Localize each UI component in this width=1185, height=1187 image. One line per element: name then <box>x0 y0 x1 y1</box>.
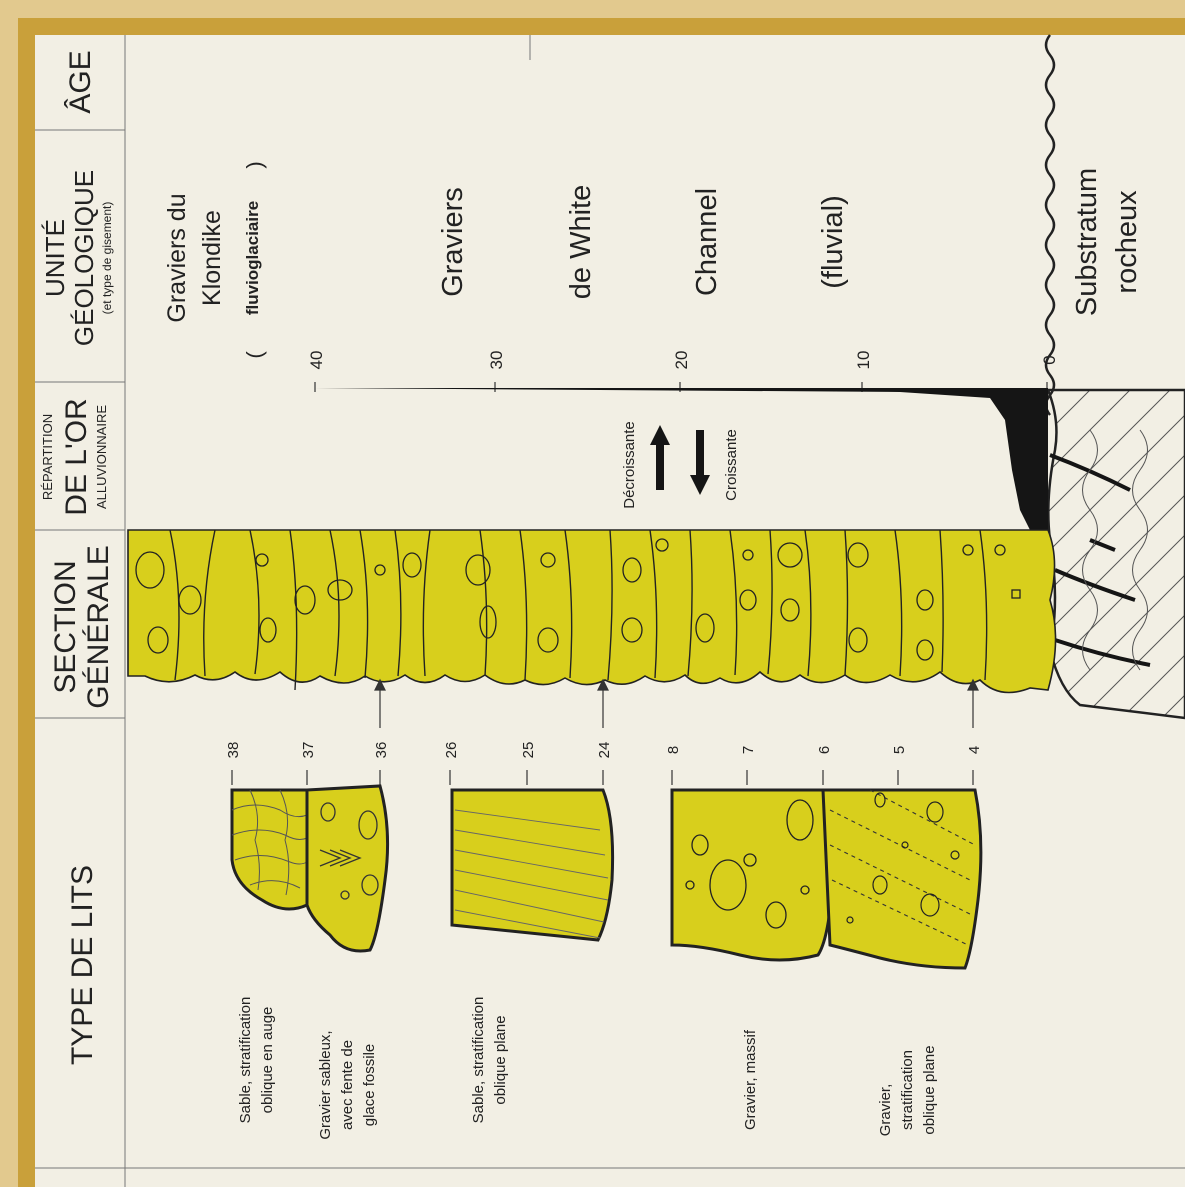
unit-klondike-2: Klondike <box>198 210 226 306</box>
bed-number-24: 24 <box>596 742 613 759</box>
bed-number-5: 5 <box>891 746 908 754</box>
arrow-down-icon <box>690 430 710 495</box>
header-repartition-line1: RÉPARTITION <box>40 414 55 500</box>
header-age: ÂGE <box>64 50 97 113</box>
gold-distribution-profile <box>315 388 1048 532</box>
bed-number-ticks <box>232 770 973 785</box>
bed-block-sable-plane <box>452 790 613 940</box>
unit-white-4: (fluvial) <box>817 195 849 288</box>
bed-desc-gravier-sableux-2: avec fente de <box>339 1040 356 1130</box>
unit-white-1: Graviers <box>437 187 469 297</box>
bed-block-gravier-massif <box>672 790 833 960</box>
header-unite-line2: GÉOLOGIQUE <box>69 170 99 346</box>
header-repartition-line2: DE L'OR <box>60 398 93 515</box>
header-section-line2: GÉNÉRALE <box>82 545 115 708</box>
bedrock-hatch <box>1048 390 1185 718</box>
depth-tick-10: 10 <box>854 351 873 370</box>
unit-substratum-1: Substratum <box>1071 168 1103 316</box>
bed-number-26: 26 <box>443 742 460 759</box>
bed-desc-sable-auge-1: Sable, stratification <box>237 997 254 1124</box>
header-unite-line1: UNITÉ <box>40 219 70 297</box>
header-type-de-lits: TYPE DE LITS <box>66 865 99 1065</box>
unit-substratum-2: rocheux <box>1111 190 1143 294</box>
unit-klondike-1: Graviers du <box>163 193 191 322</box>
bed-desc-sable-plane-2: oblique plane <box>492 1015 509 1104</box>
gold-trend-arrows <box>650 425 710 495</box>
bed-desc-gravier-plane-3: oblique plane <box>921 1045 938 1134</box>
bed-desc-sable-plane-1: Sable, stratification <box>470 997 487 1124</box>
bed-desc-sable-auge-2: oblique en auge <box>259 1007 276 1114</box>
gold-croissante-label: Croissante <box>723 429 740 501</box>
unit-klondike-3: fluvioglaciaire <box>243 201 262 315</box>
bed-block-gravier-plane <box>823 790 981 968</box>
unit-klondike-paren-open: ( <box>242 351 267 359</box>
header-unite-line3: (et type de gisement) <box>100 202 114 315</box>
header-section-line1: SECTION <box>49 560 82 693</box>
bed-number-36: 36 <box>373 742 390 759</box>
bed-desc-gravier-plane-1: Gravier, <box>877 1084 894 1137</box>
bed-number-6: 6 <box>816 746 833 754</box>
bed-block-sable-auge <box>232 790 307 909</box>
bed-number-8: 8 <box>665 746 682 754</box>
section-beds <box>128 530 1056 693</box>
unit-white-2: de White <box>565 185 597 299</box>
bed-pointer-arrows <box>375 680 978 728</box>
general-section-column <box>128 530 1056 693</box>
header-repartition-line3: ALLUVIONNAIRE <box>94 405 109 509</box>
bed-desc-gravier-plane-2: stratification <box>899 1050 916 1130</box>
bed-number-37: 37 <box>300 742 317 759</box>
depth-tick-40: 40 <box>307 351 326 370</box>
bed-number-25: 25 <box>520 742 537 759</box>
bed-number-38: 38 <box>225 742 242 759</box>
bed-number-7: 7 <box>740 746 757 754</box>
bed-number-4: 4 <box>966 746 983 754</box>
depth-tick-20: 20 <box>672 351 691 370</box>
unit-klondike-paren-close: ) <box>242 161 267 168</box>
bed-desc-gravier-massif: Gravier, massif <box>742 1029 759 1130</box>
bed-desc-gravier-sableux-3: glace fossile <box>361 1044 378 1127</box>
arrow-up-icon <box>650 425 670 490</box>
gold-decroissante-label: Décroissante <box>621 421 638 509</box>
bed-desc-gravier-sableux-1: Gravier sableux, <box>317 1030 334 1139</box>
bed-block-gravier-sableux <box>307 786 388 951</box>
unit-white-3: Channel <box>691 188 723 296</box>
depth-tick-30: 30 <box>487 351 506 370</box>
